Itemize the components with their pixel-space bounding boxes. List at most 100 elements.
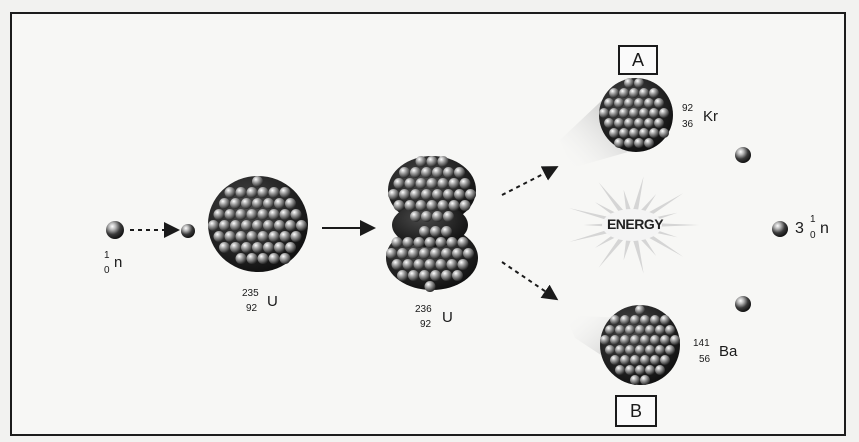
nucleon — [459, 200, 471, 211]
nucleon — [443, 167, 454, 178]
nucleon — [619, 108, 629, 118]
released-neutron-symbol: n — [820, 220, 829, 237]
nucleon — [219, 242, 230, 253]
nucleon — [257, 253, 269, 264]
released-neutron-mass: 1 — [810, 214, 816, 225]
nucleon — [421, 211, 432, 222]
nucleon — [620, 355, 630, 365]
energy-burst — [569, 176, 699, 274]
kr-mass-number: 92 — [682, 103, 694, 114]
nucleon — [435, 237, 447, 248]
nucleon — [393, 200, 405, 211]
nucleon — [634, 98, 644, 108]
nucleon — [457, 237, 469, 248]
nucleon — [441, 226, 452, 237]
nucleon — [268, 187, 280, 198]
nucleon — [268, 209, 280, 220]
u236-symbol: U — [442, 309, 453, 326]
nucleon — [619, 128, 629, 138]
nucleon — [605, 345, 615, 355]
nucleon — [635, 365, 645, 375]
nucleon — [246, 253, 258, 264]
nucleon — [263, 220, 274, 231]
nucleon — [615, 365, 625, 375]
nucleon — [448, 178, 460, 189]
nucleon — [659, 128, 669, 138]
nucleon — [424, 237, 436, 248]
nucleon — [624, 138, 634, 148]
nucleon — [224, 209, 236, 220]
ba-mass-number: 141 — [693, 338, 710, 349]
nucleon — [437, 178, 449, 189]
nucleon — [426, 178, 438, 189]
nucleon — [413, 237, 425, 248]
nucleon — [620, 335, 630, 345]
nucleon — [224, 187, 236, 198]
nucleon — [619, 88, 629, 98]
nucleon — [615, 325, 625, 335]
nucleon — [649, 128, 659, 138]
nucleon — [402, 237, 414, 248]
kr-atomic-number: 36 — [682, 119, 694, 130]
nucleon — [397, 248, 408, 259]
nucleon — [246, 187, 258, 198]
nucleon — [257, 209, 269, 220]
nucleon — [404, 178, 416, 189]
nucleon — [635, 345, 645, 355]
nucleon — [634, 78, 644, 88]
nucleon — [640, 375, 650, 385]
u235-symbol: U — [267, 293, 278, 310]
nucleon — [235, 187, 247, 198]
nucleon — [665, 325, 675, 335]
fragment-label-a: A — [618, 45, 658, 75]
neutron-atomic-number: 0 — [104, 265, 110, 276]
barium-nucleus — [600, 305, 680, 385]
nucleon — [419, 270, 430, 281]
nucleon — [605, 325, 615, 335]
nucleon — [609, 128, 619, 138]
nucleon — [659, 108, 669, 118]
nucleon — [246, 231, 258, 242]
nucleon — [624, 78, 634, 88]
nucleon — [421, 189, 432, 200]
nucleon — [393, 178, 405, 189]
nucleon — [620, 315, 630, 325]
nucleon — [252, 220, 263, 231]
nucleon — [279, 231, 291, 242]
nucleon — [285, 198, 296, 209]
nucleon — [645, 345, 655, 355]
nucleon — [644, 138, 654, 148]
nucleon — [274, 198, 285, 209]
nucleon — [610, 335, 620, 345]
nucleon — [435, 259, 447, 270]
nucleon — [421, 167, 432, 178]
nucleon — [609, 108, 619, 118]
nucleon — [629, 108, 639, 118]
nucleon — [241, 220, 252, 231]
nucleon — [660, 355, 670, 365]
nucleon — [441, 248, 452, 259]
nucleon — [426, 200, 438, 211]
nucleon — [402, 259, 414, 270]
nucleon — [454, 189, 465, 200]
nucleon — [432, 211, 443, 222]
nucleon — [625, 345, 635, 355]
released-neutron-middle — [772, 221, 788, 237]
nucleon — [600, 335, 610, 345]
nucleon — [268, 253, 280, 264]
nucleon — [650, 315, 660, 325]
krypton-nucleus — [599, 78, 673, 152]
nucleon — [285, 220, 296, 231]
nucleon — [235, 231, 247, 242]
uranium-235-nucleus — [208, 176, 308, 272]
nucleon — [457, 259, 469, 270]
nucleon — [257, 187, 269, 198]
nucleon — [624, 98, 634, 108]
nucleon — [640, 315, 650, 325]
nucleon — [274, 242, 285, 253]
nucleon — [670, 335, 680, 345]
uranium-236-nucleus — [386, 156, 478, 292]
nucleon — [604, 98, 614, 108]
nucleon — [625, 365, 635, 375]
nucleon — [219, 198, 230, 209]
